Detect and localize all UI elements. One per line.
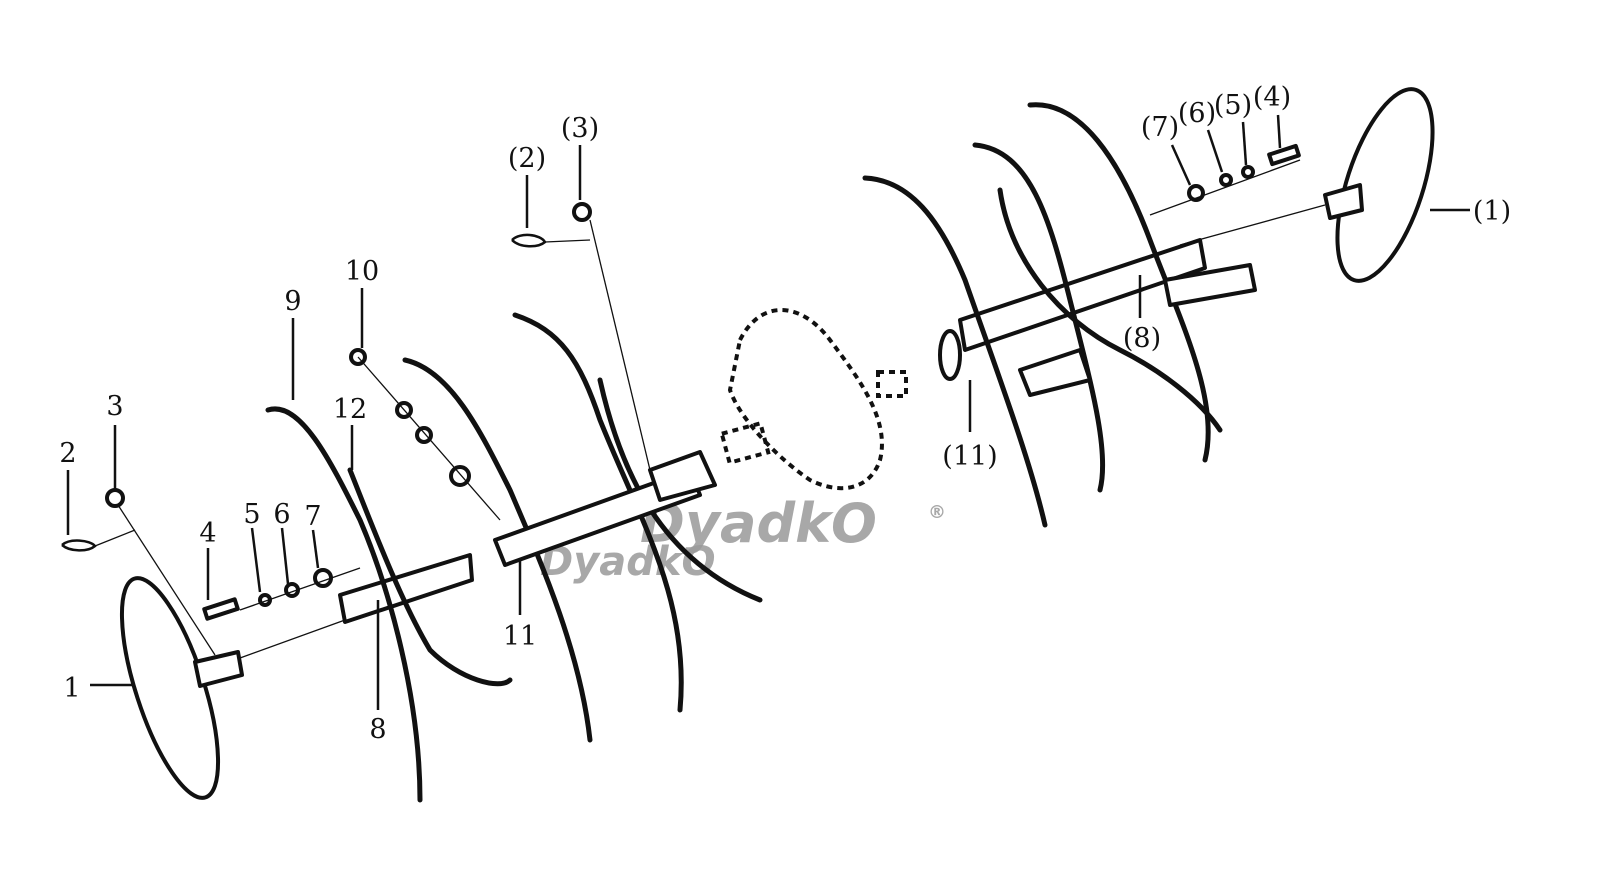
label-r8: (8): [1123, 323, 1161, 354]
washer-6: [1219, 173, 1233, 187]
bolt-4: [202, 597, 240, 621]
label-r4: (4): [1253, 82, 1291, 113]
left-tiller-assembly: 2 3 4 5 6 7 9 10 12 1 8 11: [59, 256, 763, 803]
label-6: 6: [273, 499, 290, 530]
clip-2: [61, 539, 97, 552]
pin-3: [572, 202, 592, 222]
label-r5: (5): [1214, 90, 1252, 121]
watermark-text-shadow: DyadkO: [540, 539, 716, 585]
nut: [449, 465, 471, 487]
left-shaft: [338, 553, 474, 624]
label-r2: (2): [508, 143, 546, 174]
right-tiller-assembly: (2) (3) (7) (6) (5) (4) (1) (8) (11): [508, 82, 1511, 528]
label-5: 5: [243, 499, 260, 530]
right-shaft: [958, 238, 1207, 352]
label-4: 4: [199, 518, 216, 549]
center-shaft: [493, 468, 702, 567]
label-r11: (11): [942, 441, 997, 472]
tine: [402, 357, 593, 743]
watermark-registered: ®: [928, 502, 946, 523]
tine-blade: [1018, 348, 1092, 397]
label-r7: (7): [1141, 112, 1179, 143]
label-9: 9: [284, 286, 301, 317]
tine: [512, 312, 684, 713]
tine: [265, 406, 423, 803]
label-10: 10: [345, 256, 379, 287]
label-r3: (3): [561, 113, 599, 144]
tine: [862, 175, 1048, 528]
clip-2: [511, 233, 547, 248]
label-12: 12: [333, 394, 367, 425]
washer-5: [1241, 165, 1255, 179]
label-3: 3: [106, 391, 123, 422]
tine: [997, 187, 1223, 433]
left-disc-hub: [193, 650, 244, 688]
right-flange: [938, 329, 962, 381]
tine: [1027, 102, 1211, 463]
tine: [972, 142, 1106, 493]
bolt-4: [1267, 143, 1301, 167]
nut-7: [313, 568, 333, 588]
label-2: 2: [59, 438, 76, 469]
tine: [347, 467, 513, 687]
label-r1: (1): [1473, 196, 1511, 227]
label-8: 8: [369, 714, 386, 745]
label-1: 1: [63, 673, 80, 704]
label-r6: (6): [1178, 98, 1216, 129]
label-11: 11: [503, 621, 537, 652]
washer: [415, 426, 433, 444]
flange: [648, 450, 717, 502]
tine-blade: [1163, 263, 1257, 307]
right-side-disc: [1335, 87, 1435, 283]
right-disc-hub: [1323, 183, 1364, 220]
gearbox-outline: [719, 308, 908, 491]
pin-3: [105, 488, 125, 508]
label-7: 7: [304, 501, 321, 532]
